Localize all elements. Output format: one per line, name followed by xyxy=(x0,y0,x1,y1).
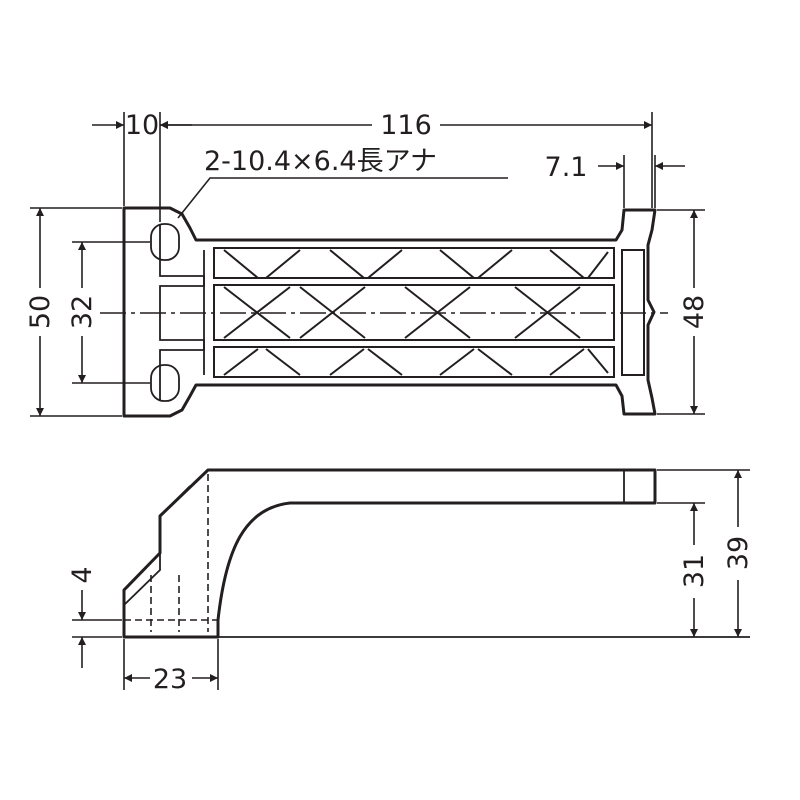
dim-overall-length: 116 xyxy=(380,110,432,141)
upper-slot xyxy=(150,223,180,261)
side-inner-edge xyxy=(123,553,161,606)
dim-overall-height: 50 xyxy=(25,295,56,329)
top-view-outline xyxy=(122,206,657,418)
dim-total-height: 39 xyxy=(723,536,754,570)
dim-base-thickness: 4 xyxy=(67,566,98,583)
slot-note-leader xyxy=(177,177,508,219)
diagonal-ribs xyxy=(223,249,609,376)
side-view: 4 23 31 39 xyxy=(67,468,754,695)
lower-slot xyxy=(150,364,180,402)
rib-frame xyxy=(213,247,615,378)
dim-end-height: 48 xyxy=(679,295,710,329)
top-view: 10 116 2-10.4×6.4長アナ 7.1 50 32 48 xyxy=(25,110,710,418)
dim-left-width: 10 xyxy=(125,110,159,141)
dim-end-width: 7.1 xyxy=(545,152,588,183)
dim-slot-note: 2-10.4×6.4長アナ xyxy=(204,146,437,177)
dim-hole-pitch: 32 xyxy=(67,295,98,329)
side-face-edge xyxy=(159,485,191,517)
dim-base-length: 23 xyxy=(153,664,187,695)
dim-arm-height: 31 xyxy=(679,554,710,588)
side-view-outline xyxy=(122,468,657,639)
